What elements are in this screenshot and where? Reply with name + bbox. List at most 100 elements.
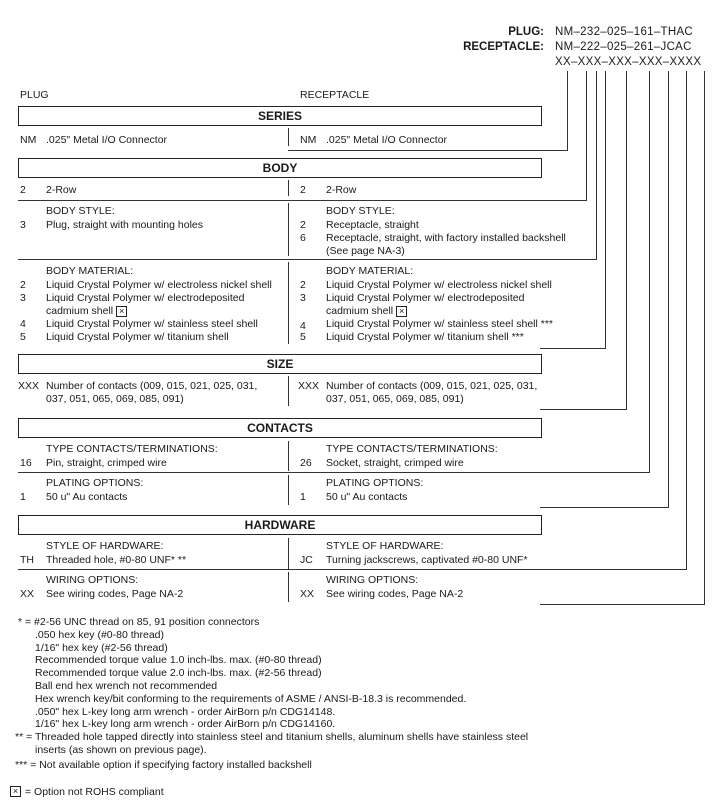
column-divider <box>288 538 289 569</box>
hardware-style-plug-code: TH <box>20 554 34 566</box>
section-bar-series: SERIES <box>18 106 542 126</box>
wiring-receptacle-desc: See wiring codes, Page NA-2 <box>326 588 464 600</box>
wiring-plug-desc: See wiring codes, Page NA-2 <box>46 588 184 600</box>
material-receptacle-desc: Liquid Crystal Polymer w/ electroless ni… <box>326 279 552 291</box>
leader-size-v <box>626 71 627 409</box>
row-separator <box>18 569 540 570</box>
body-rows-plug-code: 2 <box>20 184 26 196</box>
size-receptacle-desc: 037, 051, 065, 069, 085, 091) <box>326 393 464 405</box>
row-separator <box>18 200 540 201</box>
footnotes: * = #2-56 UNC thread on 85, 91 position … <box>10 616 529 798</box>
leader-style-h <box>540 259 597 260</box>
plating-heading-plug: PLATING OPTIONS: <box>46 477 144 489</box>
size-plug-desc: Number of contacts (009, 015, 021, 025, … <box>46 380 258 392</box>
leader-wiring-h <box>540 604 705 605</box>
column-divider <box>288 203 289 256</box>
plating-heading-receptacle: PLATING OPTIONS: <box>326 477 424 489</box>
x-box-icon: × <box>396 305 408 317</box>
plating-receptacle-code: 1 <box>300 491 306 503</box>
body-style-receptacle-code: 2 <box>300 219 306 231</box>
contacts-type-heading-plug: TYPE CONTACTS/TERMINATIONS: <box>46 443 218 455</box>
body-style-plug-code: 3 <box>20 219 26 231</box>
series-plug-code: NM <box>20 134 37 146</box>
section-bar-hardware: HARDWARE <box>18 515 542 535</box>
footnote-double-star: ** = Threaded hole tapped directly into … <box>15 731 529 744</box>
leader-plating-v <box>668 71 669 507</box>
contacts-type-heading-receptacle: TYPE CONTACTS/TERMINATIONS: <box>326 443 498 455</box>
column-divider <box>288 475 289 505</box>
material-plug-code: 4 <box>20 318 26 330</box>
footnote-detail: Ball end hex wrench not recommended <box>35 679 218 692</box>
wiring-receptacle-code: XX <box>300 588 315 600</box>
body-rows-receptacle-desc: 2-Row <box>326 184 357 196</box>
material-plug-desc: Liquid Crystal Polymer w/ stainless stee… <box>46 318 258 330</box>
material-plug-code: 2 <box>20 279 26 291</box>
material-receptacle-desc: Liquid Crystal Polymer w/ electrodeposit… <box>326 292 525 304</box>
plug-part-number: NM–232–025–161–THAC <box>555 26 694 38</box>
leader-rows-h <box>540 200 587 201</box>
hardware-style-receptacle-desc: Turning jackscrews, captivated #0-80 UNF… <box>326 554 528 566</box>
column-divider <box>288 376 289 406</box>
contacts-type-plug-code: 16 <box>20 457 32 469</box>
contacts-type-receptacle-code: 26 <box>300 457 312 469</box>
series-receptacle-desc: .025" Metal I/O Connector <box>326 134 448 146</box>
hardware-style-heading-receptacle: STYLE OF HARDWARE: <box>326 540 444 552</box>
leader-size-h <box>540 409 627 410</box>
plug-label: PLUG: <box>508 26 544 38</box>
footnote-single-star: * = #2-56 UNC thread on 85, 91 position … <box>18 616 260 628</box>
material-plug-desc: cadmium shell× <box>46 305 128 318</box>
plating-receptacle-desc: 50 u" Au contacts <box>326 491 408 503</box>
column-divider <box>288 262 289 344</box>
footnote-rohs: ×= Option not ROHS compliant <box>10 786 528 799</box>
row-separator <box>18 472 540 473</box>
material-plug-code: 5 <box>20 331 26 343</box>
body-material-heading-receptacle: BODY MATERIAL: <box>326 265 414 277</box>
body-style-receptacle-note: (See page NA-3) <box>326 245 405 257</box>
footnote-detail: Hex wrench key/bit conforming to the req… <box>35 692 467 705</box>
footnote-detail: .050" hex L-key long arm wrench - order … <box>35 705 336 718</box>
size-plug-code: XXX <box>18 380 40 392</box>
series-receptacle-code: NM <box>300 134 317 146</box>
body-style-heading-plug: BODY STYLE: <box>46 205 115 217</box>
column-divider <box>288 128 289 146</box>
material-receptacle-code: 2 <box>300 279 306 291</box>
material-receptacle-desc-text: cadmium shell <box>326 305 394 317</box>
footnote-detail: Recommended torque value 1.0 inch-lbs. m… <box>35 654 322 667</box>
body-style-plug-desc: Plug, straight with mounting holes <box>46 219 204 231</box>
footnote-triple-star: *** = Not available option if specifying… <box>15 758 312 771</box>
footnote-detail: .050 hex key (#0-80 thread) <box>35 628 164 641</box>
material-plug-desc: Liquid Crystal Polymer w/ titanium shell <box>46 331 229 343</box>
footnote-rohs-text: = Option not ROHS compliant <box>25 785 164 798</box>
series-plug-desc: .025" Metal I/O Connector <box>46 134 168 146</box>
body-style-heading-receptacle: BODY STYLE: <box>326 205 395 217</box>
footnote-detail: 1/16" hex key (#2-56 thread) <box>35 641 168 654</box>
body-rows-plug-desc: 2-Row <box>46 184 77 196</box>
section-bar-contacts: CONTACTS <box>18 418 542 438</box>
body-style-receptacle-desc: Receptacle, straight, with factory insta… <box>326 232 566 244</box>
material-receptacle-code: 4 <box>300 320 306 332</box>
column-header-receptacle: RECEPTACLE <box>300 89 370 101</box>
hardware-style-plug-desc: Threaded hole, #0-80 UNF* ** <box>46 554 187 566</box>
material-receptacle-desc: Liquid Crystal Polymer w/ stainless stee… <box>326 318 554 330</box>
material-plug-desc: Liquid Crystal Polymer w/ electroless ni… <box>46 279 272 291</box>
contacts-type-receptacle-desc: Socket, straight, crimped wire <box>326 457 464 469</box>
leader-style-v <box>596 71 597 259</box>
wiring-heading-plug: WIRING OPTIONS: <box>46 574 139 586</box>
material-receptacle-code: 5 <box>300 331 306 343</box>
section-bar-body: BODY <box>18 158 542 178</box>
receptacle-label: RECEPTACLE: <box>463 41 544 53</box>
leader-type-h <box>540 472 650 473</box>
column-divider <box>288 180 289 196</box>
material-receptacle-code: 3 <box>300 292 306 304</box>
leader-series-h <box>288 150 568 151</box>
material-plug-desc: Liquid Crystal Polymer w/ electrodeposit… <box>46 292 245 304</box>
x-box-icon: × <box>116 305 128 317</box>
column-header-plug: PLUG <box>20 89 49 101</box>
contacts-type-plug-desc: Pin, straight, crimped wire <box>46 457 167 469</box>
leader-series-v <box>567 71 568 150</box>
hardware-style-heading-plug: STYLE OF HARDWARE: <box>46 540 164 552</box>
size-receptacle-code: XXX <box>298 380 320 392</box>
body-style-receptacle-desc: Receptacle, straight <box>326 219 419 231</box>
receptacle-part-number: NM–222–025–261–JCAC <box>555 41 692 53</box>
leader-hwstyle-h <box>540 569 687 570</box>
